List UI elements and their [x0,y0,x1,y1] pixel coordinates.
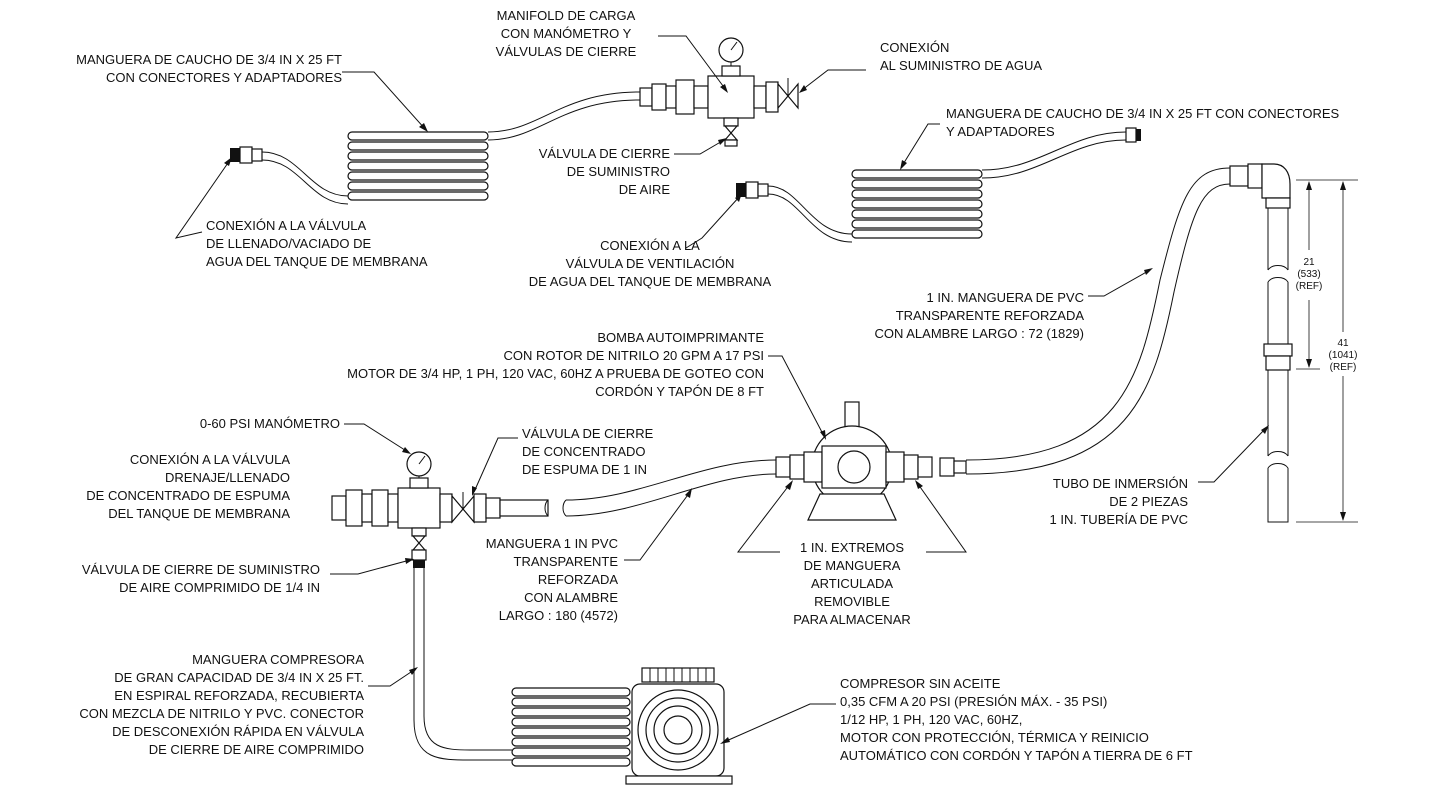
label-line: MANGUERA DE CAUCHO DE 3/4 IN X 25 FT [76,52,342,67]
hose-coil-top-right [767,131,1127,243]
dim-outer-value: 41 [1337,338,1349,349]
label-line: 1 IN. EXTREMOS [800,540,904,555]
label-line: 1/12 HP, 1 PH, 120 VAC, 60HZ, [840,712,1022,727]
label-manifold: MANIFOLD DE CARGA CON MANÓMETRO Y VÁLVUL… [496,8,637,59]
label-line: AL SUMINISTRO DE AGUA [880,58,1042,73]
label-line: VÁLVULA DE VENTILACIÓN [566,256,735,271]
label-line: CORDÓN Y TAPÓN DE 8 FT [595,384,764,399]
label-line: VÁLVULA DE CIERRE DE SUMINISTRO [82,562,320,577]
dim-outer-ref: (REF) [1330,362,1357,373]
label-line: DE MANGUERA [804,558,901,573]
label-line: DE CIERRE DE AIRE COMPRIMIDO [149,742,364,757]
dim-inner-value: 21 [1303,257,1315,268]
label-line: CON ALAMBRE [524,590,618,605]
label-line: DE LLENADO/VACIADO DE [206,236,372,251]
label-hose-ends: 1 IN. EXTREMOS DE MANGUERA ARTICULADA RE… [793,540,911,627]
label-line: REFORZADA [538,572,619,587]
label-line: MOTOR CON PROTECCIÓN, TÉRMICA Y REINICIO [840,730,1149,745]
label-line: MANGUERA COMPRESORA [192,652,364,667]
label-dip-tube: TUBO DE INMERSIÓN DE 2 PIEZAS 1 IN. TUBE… [1050,476,1189,527]
fitting-top-right [1125,127,1141,143]
hose-coil-top-left [261,91,641,205]
label-line: DE AIRE COMPRIMIDO DE 1/4 IN [119,580,320,595]
label-line: REMOVIBLE [814,594,890,609]
label-line: VÁLVULA DE CIERRE [522,426,654,441]
label-line: CON ALAMBRE LARGO : 72 (1829) [874,326,1084,341]
label-line: DE GRAN CAPACIDAD DE 3/4 IN X 25 FT. [114,670,364,685]
label-line: EN ESPIRAL REFORZADA, RECUBIERTA [114,688,364,703]
label-line: TUBO DE INMERSIÓN [1053,476,1188,491]
label-line: COMPRESOR SIN ACEITE [840,676,1001,691]
dim-inner-ref: (REF) [1296,281,1323,292]
charging-manifold [639,37,799,147]
label-line: CON CONECTORES Y ADAPTADORES [106,70,342,85]
label-line: TRANSPARENTE [514,554,619,569]
label-line: AUTOMÁTICO CON CORDÓN Y TAPÓN A TIERRA D… [840,748,1193,763]
dimension-lines [1296,179,1358,523]
label-line: 1 IN. MANGUERA DE PVC [927,290,1084,305]
label-vent-valve: CONEXIÓN A LA VÁLVULA DE VENTILACIÓN DE … [529,238,772,289]
label-line: 0,35 CFM A 20 PSI (PRESIÓN MÁX. - 35 PSI… [840,694,1107,709]
label-water-supply: CONEXIÓN AL SUMINISTRO DE AGUA [880,40,1042,73]
label-hose-top-right: MANGUERA DE CAUCHO DE 3/4 IN X 25 FT CON… [946,106,1340,139]
label-compressor: COMPRESOR SIN ACEITE 0,35 CFM A 20 PSI (… [840,676,1193,763]
label-line: VÁLVULAS DE CIERRE [496,44,637,59]
label-line: AGUA DEL TANQUE DE MEMBRANA [206,254,428,269]
compressor-hose [413,568,631,767]
oil-free-compressor [625,667,733,785]
label-line: PARA ALMACENAR [793,612,911,627]
pvc-hose-short [562,459,777,517]
label-line: MOTOR DE 3/4 HP, 1 PH, 120 VAC, 60HZ A P… [347,366,764,381]
fitting-vent-valve [736,181,769,199]
label-pvc-hose-long: 1 IN. MANGUERA DE PVC TRANSPARENTE REFOR… [874,290,1084,341]
label-gauge: 0-60 PSI MANÓMETRO [200,416,340,431]
label-line: DE AGUA DEL TANQUE DE MEMBRANA [529,274,772,289]
dip-tube [1229,163,1293,523]
dim-outer-mm: (1041) [1329,350,1358,361]
label-compressed-air-shutoff: VÁLVULA DE CIERRE DE SUMINISTRO DE AIRE … [82,562,320,595]
label-air-shutoff: VÁLVULA DE CIERRE DE SUMINISTRO DE AIRE [539,146,671,197]
label-fill-drain: CONEXIÓN A LA VÁLVULA DE LLENADO/VACIADO… [206,218,428,269]
label-line: DE DESCONEXIÓN RÁPIDA EN VÁLVULA [112,724,364,739]
label-line: 1 IN. TUBERÍA DE PVC [1050,512,1188,527]
label-pump: BOMBA AUTOIMPRIMANTE CON ROTOR DE NITRIL… [347,330,764,399]
label-line: MANGUERA 1 IN PVC [486,536,618,551]
label-line: 0-60 PSI MANÓMETRO [200,416,340,431]
label-line: DE AIRE [619,182,671,197]
pvc-hose-long [939,167,1231,477]
label-line: DE CONCENTRADO [522,444,646,459]
label-line: CON ROTOR DE NITRILO 20 GPM A 17 PSI [503,348,764,363]
label-line: Y ADAPTADORES [946,124,1055,139]
self-priming-pump [775,401,933,521]
dim-inner-mm: (533) [1297,269,1320,280]
label-line: TRANSPARENTE REFORZADA [896,308,1085,323]
label-line: CONEXIÓN A LA [600,238,700,253]
label-line: DE SUMINISTRO [567,164,670,179]
leader-lines [174,35,1269,744]
label-pvc-hose-short: MANGUERA 1 IN PVC TRANSPARENTE REFORZADA… [486,536,619,623]
foam-manifold [331,451,549,568]
label-line: MANIFOLD DE CARGA [497,8,636,23]
label-line: BOMBA AUTOIMPRIMANTE [597,330,764,345]
label-concentrate-valve: CONEXIÓN A LA VÁLVULA DRENAJE/LLENADO DE… [86,452,290,521]
label-line: DRENAJE/LLENADO [165,470,290,485]
label-line: MANGUERA DE CAUCHO DE 3/4 IN X 25 FT CON… [946,106,1340,121]
label-line: DE CONCENTRADO DE ESPUMA [86,488,290,503]
label-line: CONEXIÓN A LA VÁLVULA [206,218,366,233]
label-line: CONEXIÓN A LA VÁLVULA [130,452,290,467]
label-line: DEL TANQUE DE MEMBRANA [108,506,290,521]
label-line: DE 2 PIEZAS [1109,494,1188,509]
label-line: LARGO : 180 (4572) [499,608,618,623]
label-line: CONEXIÓN [880,40,949,55]
label-line: CON MANÓMETRO Y [501,26,632,41]
label-line: CON MEZCLA DE NITRILO Y PVC. CONECTOR [79,706,364,721]
label-compressor-hose: MANGUERA COMPRESORA DE GRAN CAPACIDAD DE… [79,652,364,757]
label-line: VÁLVULA DE CIERRE [539,146,671,161]
label-line: ARTICULADA [811,576,893,591]
fitting-fill-drain [230,146,263,164]
label-line: DE ESPUMA DE 1 IN [522,462,647,477]
label-hose-top-left: MANGUERA DE CAUCHO DE 3/4 IN X 25 FT CON… [76,52,342,85]
label-foam-shutoff: VÁLVULA DE CIERRE DE CONCENTRADO DE ESPU… [522,426,654,477]
